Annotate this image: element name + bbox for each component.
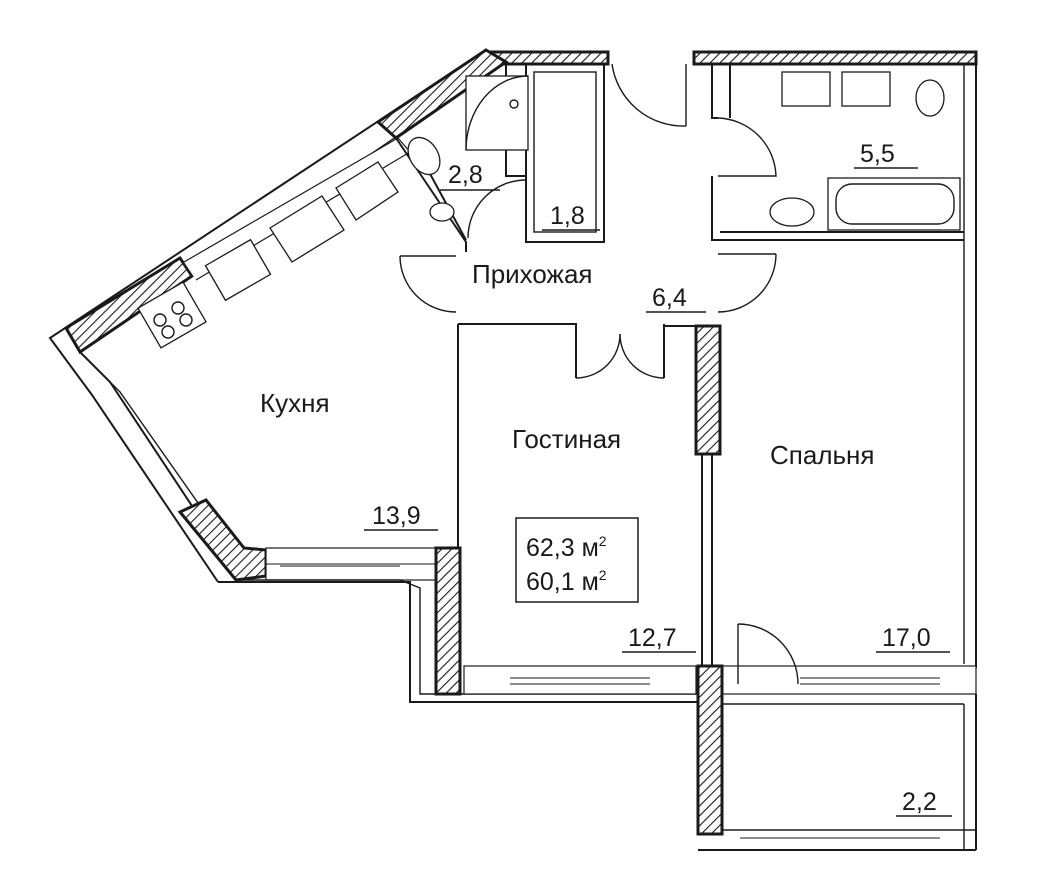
room-name-living: Гостиная: [512, 424, 621, 454]
total-area: 62,3 м2: [526, 533, 607, 562]
top-wall-right: [692, 50, 978, 66]
kitchen-cabinet-a: [269, 195, 345, 263]
balcony-pillar: [696, 664, 724, 836]
kitchen-cabinet-b: [335, 161, 399, 221]
area-toilet: 2,8: [448, 161, 483, 189]
bath-cabinet-a: [781, 71, 831, 107]
kitchen-outer-wall-inner: [95, 367, 211, 521]
room-name-kitchen: Кухня: [260, 388, 330, 418]
fixtures: [137, 71, 961, 349]
hallway-door-right: [717, 253, 777, 313]
toilet-door-swing: [467, 179, 527, 239]
entrance-door-swing: [611, 63, 687, 127]
living-door-left: [575, 333, 621, 379]
bedroom-window: [717, 665, 977, 695]
kitchen-sink: [204, 238, 272, 302]
stove: [137, 281, 207, 349]
total-area-box: 62,3 м2 60,1 м2: [515, 517, 639, 603]
kitchen-outer-wall: [79, 351, 197, 513]
facade-step-outer: [218, 581, 698, 703]
kitchen-corner-pillar: [177, 498, 268, 582]
area-hallway: 6,4: [652, 284, 687, 312]
living-area-total: 60,1 м2: [526, 567, 607, 596]
hallway-door-left: [399, 255, 457, 313]
room-name-hallway: Прихожая: [472, 259, 592, 289]
balcony: [698, 694, 977, 851]
bottom-facade: [218, 546, 977, 836]
balcony-door-swing: [737, 623, 799, 685]
interior-walls: [395, 52, 964, 666]
area-labels: 6,4 13,9 12,7 17,0 5,5 2,8 1,8 2,2: [364, 140, 952, 817]
living-bedroom-pillar: [694, 324, 722, 456]
wc-sink: [429, 202, 455, 222]
outer-envelope-diagonal: [48, 49, 487, 583]
room-labels: Прихожая Кухня Гостиная Спальня: [260, 259, 874, 470]
wc-toilet: [407, 136, 441, 176]
area-bathroom: 5,5: [860, 140, 895, 168]
area-living: 12,7: [628, 624, 677, 652]
area-bedroom: 17,0: [882, 624, 931, 652]
living-door-right: [619, 333, 665, 379]
living-window: [463, 665, 697, 695]
kitchen-living-pillar: [434, 546, 462, 696]
shower-tray: [465, 75, 529, 151]
bath-sink: [769, 197, 815, 227]
area-balcony: 2,2: [902, 788, 937, 816]
bath-toilet: [915, 79, 945, 117]
area-kitchen: 13,9: [372, 502, 421, 530]
doors: [399, 63, 799, 685]
bath-cabinet-b: [841, 71, 891, 107]
bathroom-door-swing: [717, 117, 777, 177]
bathtub: [827, 177, 961, 231]
room-name-bedroom: Спальня: [770, 440, 874, 470]
area-closet: 1,8: [550, 202, 585, 230]
